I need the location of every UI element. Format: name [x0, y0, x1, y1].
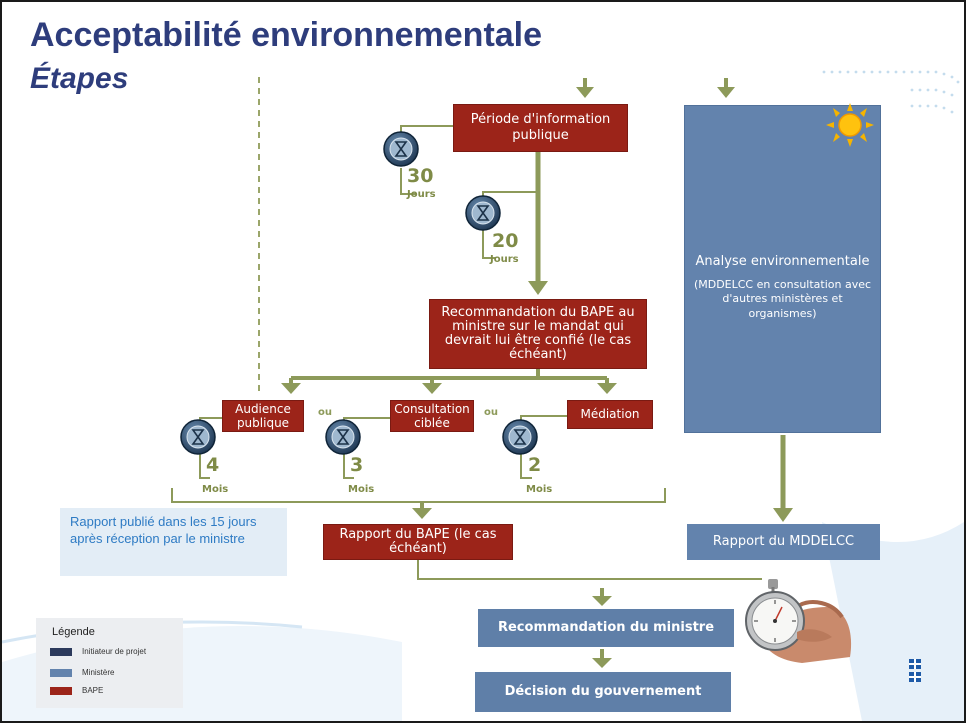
legend: Légende Initiateur de projet Ministère B…: [36, 618, 183, 708]
timer-30-number: 30: [407, 165, 434, 187]
legend-label-ministry: Ministère: [82, 668, 115, 677]
info-period-label: Période d'information publique: [470, 112, 611, 143]
analysis-title: Analyse environnementale: [695, 253, 870, 269]
stopwatch-icon: [745, 579, 852, 663]
government-decision-box: Décision du gouvernement: [475, 672, 731, 712]
government-decision-label: Décision du gouvernement: [504, 684, 702, 700]
or-label-2: ou: [484, 407, 498, 418]
targeted-consultation-label: Consultation ciblée: [394, 401, 470, 430]
slide-subtitle: Étapes: [30, 62, 129, 95]
or-label-1: ou: [318, 407, 332, 418]
legend-label-initiator: Initiateur de projet: [82, 647, 147, 656]
environmental-analysis-box: Analyse environnementale (MDDELCC en con…: [684, 105, 881, 433]
background-swoosh-right: [822, 522, 964, 721]
dot-decoration: [822, 70, 960, 114]
note-text: Rapport publié dans les 15 jours après r…: [70, 514, 257, 546]
hourglass-icon: [180, 419, 216, 455]
targeted-consultation-box: Consultation ciblée: [390, 400, 474, 432]
report-publication-note: Rapport publié dans les 15 jours après r…: [60, 508, 287, 576]
bape-recommendation-label: Recommandation du BAPE au ministre sur l…: [441, 304, 635, 363]
bape-report-label: Rapport du BAPE (le cas échéant): [339, 526, 497, 556]
timer-2-number: 2: [528, 454, 542, 476]
hourglass-icon: [465, 195, 501, 231]
timer-3-number: 3: [350, 454, 364, 476]
timer-20-unit: Jours: [490, 254, 519, 265]
minister-recommendation-label: Recommandation du ministre: [497, 620, 715, 636]
legend-swatch-initiator: [50, 648, 72, 656]
bape-report-box: Rapport du BAPE (le cas échéant): [323, 524, 513, 560]
timer-2-unit: Mois: [526, 484, 553, 495]
ministry-report-box: Rapport du MDDELCC: [687, 524, 880, 560]
minister-recommendation-box: Recommandation du ministre: [478, 609, 734, 647]
info-period-box: Période d'information publique: [453, 104, 628, 152]
legend-swatch-ministry: [50, 669, 72, 677]
public-hearing-box: Audience publique: [222, 400, 304, 432]
hourglass-icon: [325, 419, 361, 455]
mediation-label: Médiation: [580, 407, 640, 422]
timer-4-number: 4: [206, 454, 220, 476]
analysis-detail: (MDDELCC en consultation avec d'autres m…: [693, 277, 872, 321]
ministry-report-label: Rapport du MDDELCC: [712, 534, 855, 550]
sun-icon: [826, 103, 874, 147]
quebec-flag-icon: [909, 659, 921, 682]
bape-recommendation-box: Recommandation du BAPE au ministre sur l…: [429, 299, 647, 369]
timer-4-unit: Mois: [202, 484, 229, 495]
mediation-box: Médiation: [567, 400, 653, 429]
legend-swatch-bape: [50, 687, 72, 695]
hourglass-icon: [383, 131, 419, 167]
public-hearing-label: Audience publique: [235, 401, 291, 430]
slide-title: Acceptabilité environnementale: [30, 16, 543, 54]
legend-label-bape: BAPE: [82, 686, 104, 695]
timer-30-unit: Jours: [407, 189, 436, 200]
timer-3-unit: Mois: [348, 484, 375, 495]
legend-title: Légende: [52, 626, 95, 638]
hourglass-icon: [502, 419, 538, 455]
timer-20-number: 20: [492, 230, 519, 252]
